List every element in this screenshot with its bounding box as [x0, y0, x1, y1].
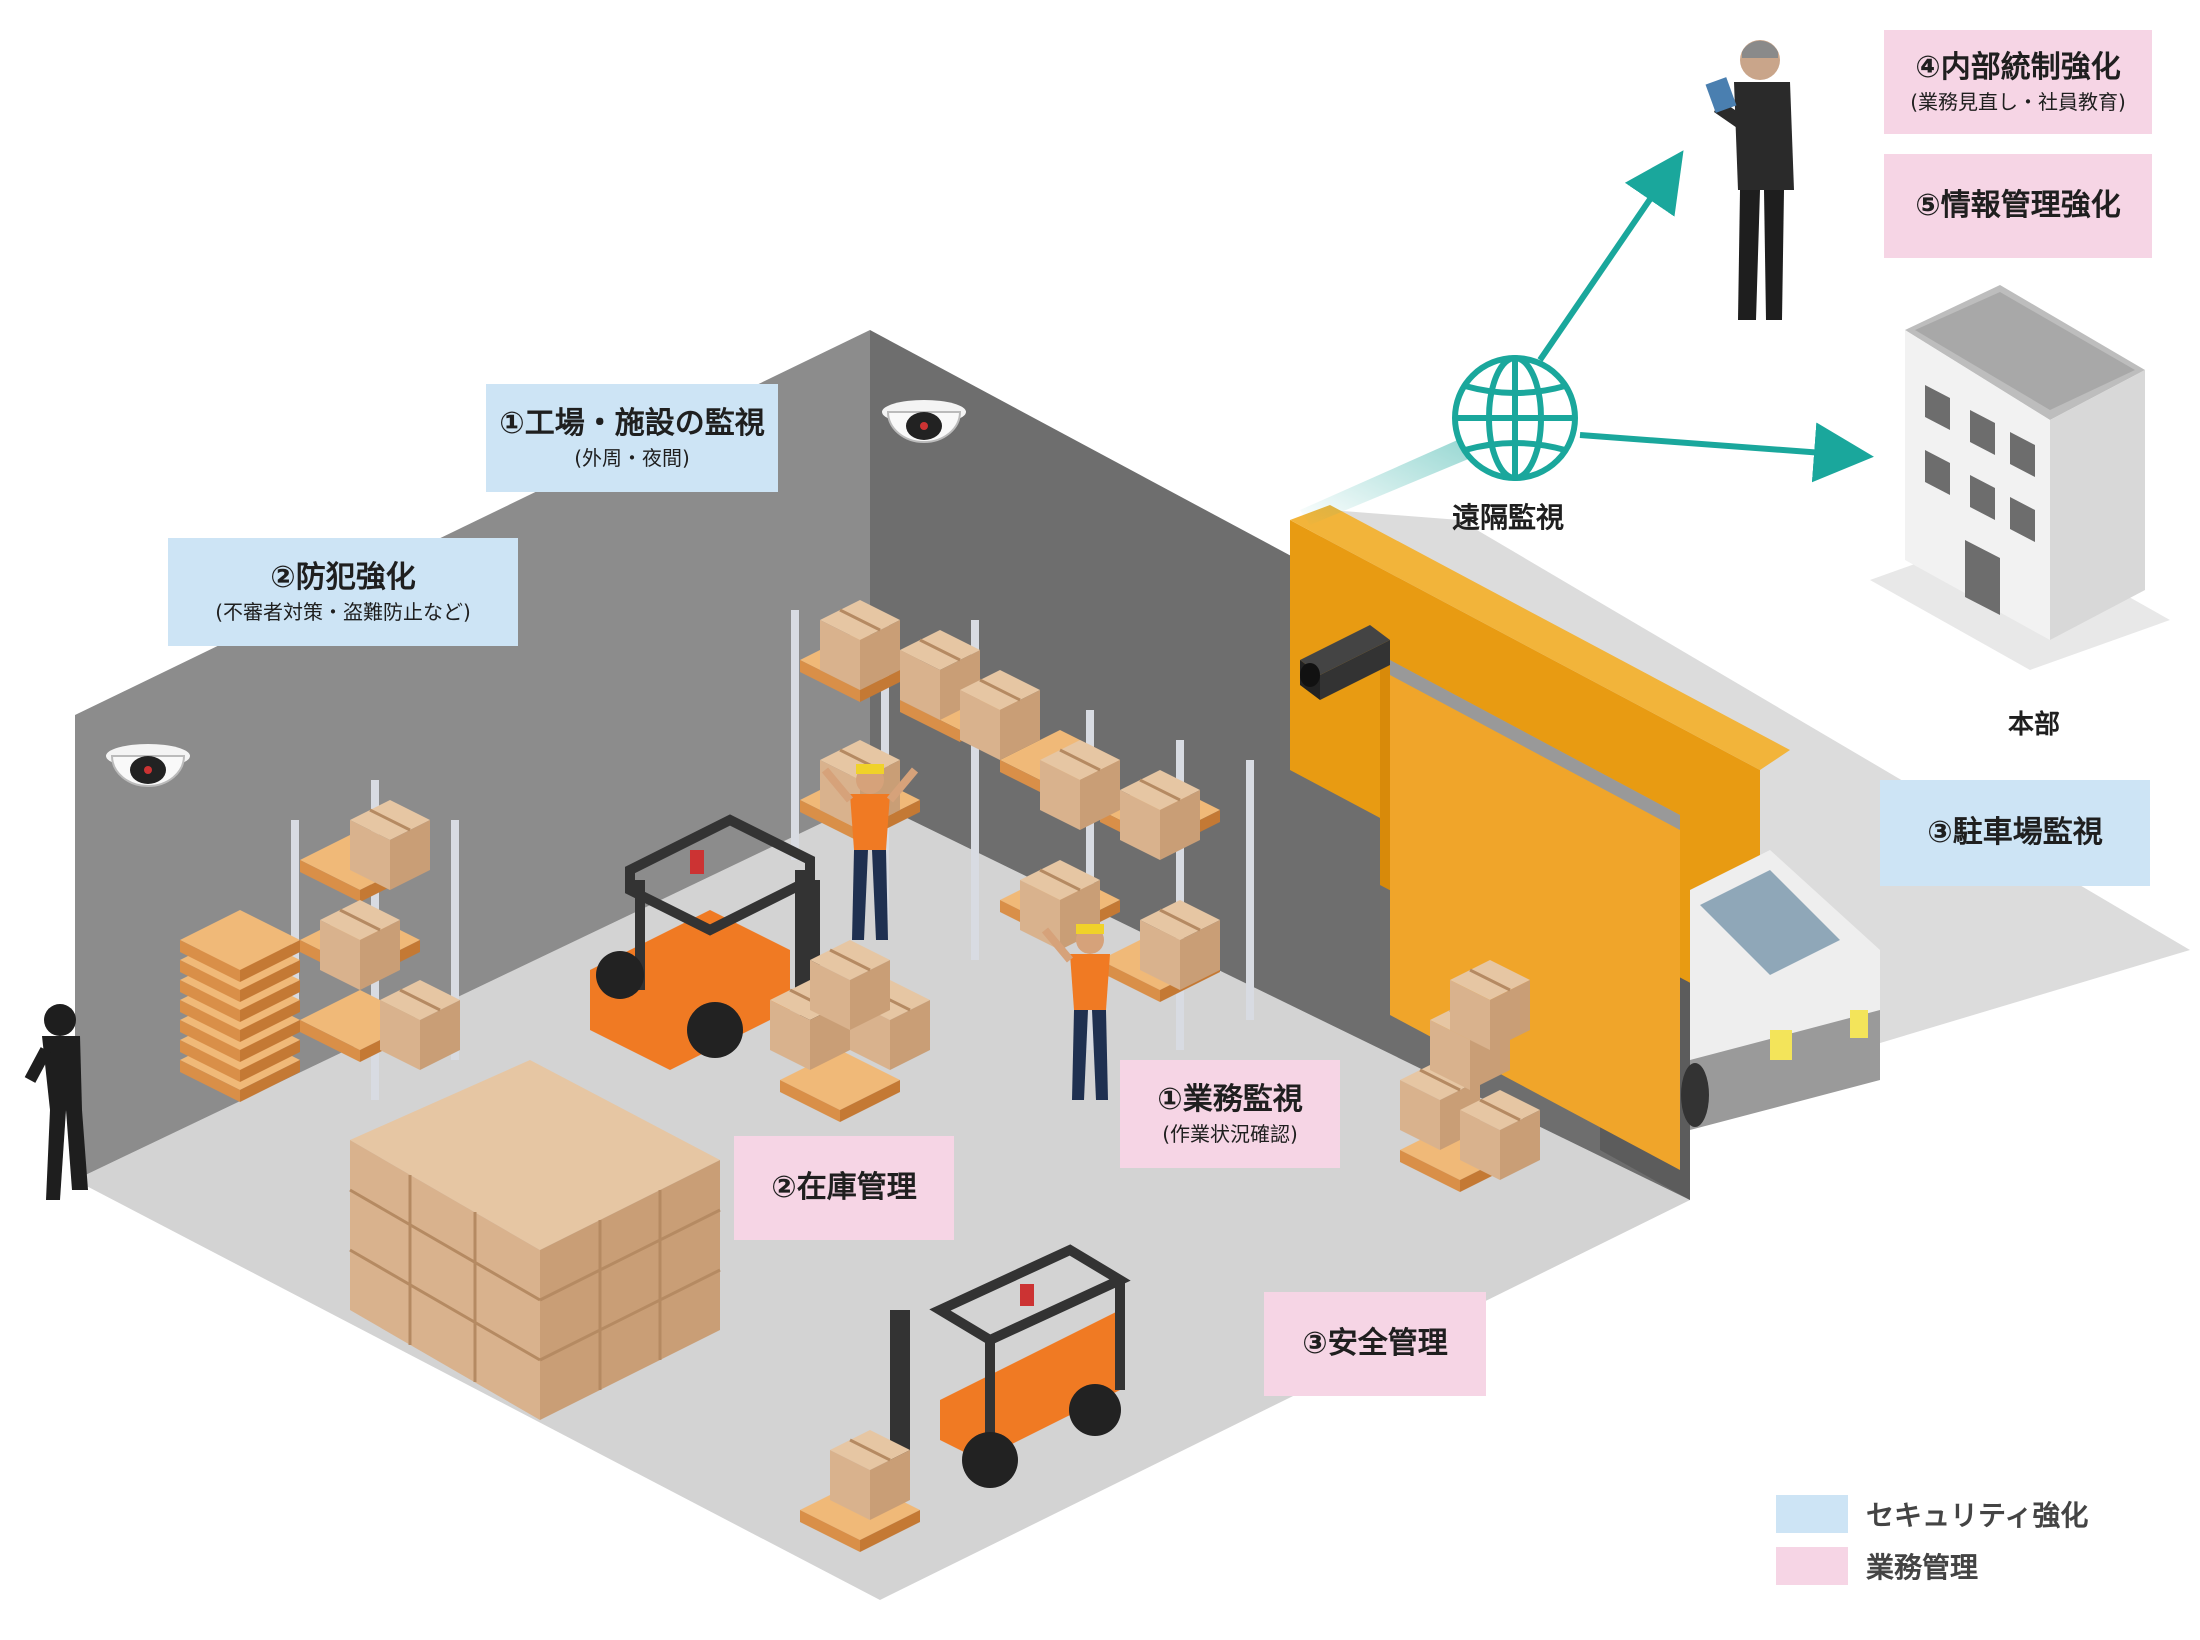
building-icon: [1870, 285, 2170, 670]
label-work-monitoring: ①業務監視 (作業状況確認): [1120, 1060, 1340, 1168]
forklift-icon: [890, 1244, 1131, 1488]
forklift-icon: [590, 814, 820, 1070]
intruder-icon: [24, 1004, 88, 1200]
arrow-to-manager: [1537, 150, 1684, 362]
dome-camera-icon: [106, 744, 190, 787]
worker-icon: [1041, 924, 1110, 1100]
worker-icon: [821, 764, 919, 940]
bullet-camera-icon: [1300, 625, 1390, 700]
label-internal-control-sub: (業務見直し・社員教育): [1910, 90, 2126, 114]
headquarters-label: 本部: [2008, 710, 2061, 740]
label-crime-prevention: ②防犯強化 (不審者対策・盗難防止など): [168, 538, 518, 646]
label-inventory-main: ②在庫管理: [771, 1170, 917, 1205]
label-parking-monitoring-main: ③駐車場監視: [1927, 815, 2103, 850]
dome-camera-icon: [882, 400, 966, 443]
arrow-to-headquarters: [1579, 422, 1874, 483]
label-internal-control-main: ④内部統制強化: [1915, 50, 2121, 85]
globe-icon: [1452, 355, 1578, 481]
label-work-monitoring-main: ①業務監視: [1157, 1082, 1303, 1117]
box-stack-large: [349, 1060, 721, 1420]
legend-security-text: セキュリティ強化: [1866, 1499, 2089, 1532]
truck-icon: [1681, 850, 1880, 1130]
legend-security: セキュリティ強化: [1776, 1494, 2088, 1534]
label-information-management-main: ⑤情報管理強化: [1915, 188, 2121, 223]
pallet-stack: [180, 910, 300, 1102]
label-internal-control: ④内部統制強化 (業務見直し・社員教育): [1884, 30, 2152, 134]
remote-monitoring-label: 遠隔監視: [1452, 501, 1565, 534]
label-safety-main: ③安全管理: [1302, 1326, 1448, 1361]
legend-security-swatch: [1776, 1495, 1848, 1533]
legend-business-swatch: [1776, 1547, 1848, 1585]
signal-beam: [1300, 430, 1490, 525]
label-parking-monitoring: ③駐車場監視: [1880, 780, 2150, 886]
label-information-management: ⑤情報管理強化: [1884, 154, 2152, 258]
label-work-monitoring-sub: (作業状況確認): [1162, 1122, 1298, 1146]
label-crime-prevention-sub: (不審者対策・盗難防止など): [215, 600, 471, 624]
label-inventory: ②在庫管理: [734, 1136, 954, 1240]
legend-business: 業務管理: [1776, 1546, 1978, 1586]
label-facility-monitoring-sub: (外周・夜間): [574, 446, 690, 470]
label-crime-prevention-main: ②防犯強化: [270, 560, 416, 595]
label-safety: ③安全管理: [1264, 1292, 1486, 1396]
legend-business-text: 業務管理: [1866, 1551, 1979, 1584]
label-facility-monitoring-main: ①工場・施設の監視: [499, 406, 765, 441]
manager-icon: [1705, 40, 1794, 320]
label-facility-monitoring: ①工場・施設の監視 (外周・夜間): [486, 384, 778, 492]
